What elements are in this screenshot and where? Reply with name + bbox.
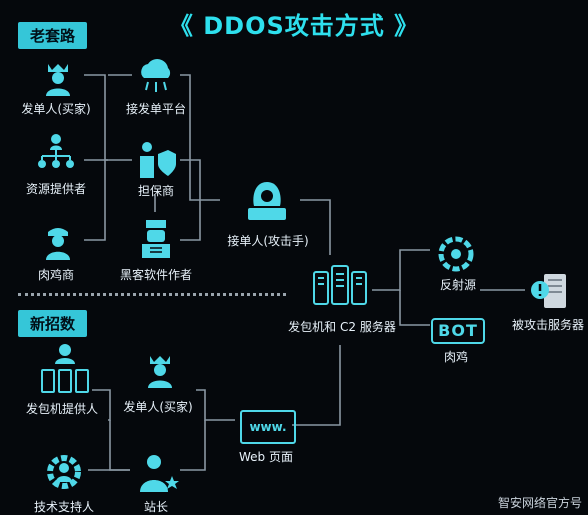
guarantor-shield-icon [140, 142, 176, 178]
resource-network-icon [38, 134, 74, 168]
watermark: 智安网络官方号 [497, 496, 582, 510]
node-bot: 肉鸡 [443, 350, 469, 364]
node-platform: 接发单平台 [125, 102, 187, 116]
diagram-title: 《 DDOS攻击方式 》 [168, 12, 420, 40]
node-victim: 被攻击服务器 [511, 318, 585, 332]
node-hacker-dev: 黑客软件作者 [119, 268, 193, 282]
node-bot-dealer: 肉鸡商 [37, 268, 75, 282]
node-packet-provider: 发包机提供人 [25, 402, 99, 416]
section-divider [18, 293, 286, 296]
victim-server-icon [531, 274, 566, 308]
tech-support-gear-icon [47, 455, 81, 489]
node-resource: 资源提供者 [25, 182, 87, 196]
node-tech: 技术支持人 [33, 500, 95, 514]
webmaster-star-icon [140, 455, 179, 492]
hacker-dev-icon [142, 220, 170, 258]
c2-server-icon [313, 265, 367, 305]
node-webmaster: 站长 [143, 500, 169, 514]
web-page-icon: www. [240, 410, 296, 444]
buyer-new-crown-icon [148, 356, 172, 388]
node-reflector: 反射源 [439, 278, 477, 292]
section-tag-new: 新招数 [18, 310, 88, 337]
node-c2: 发包机和 C2 服务器 [288, 320, 396, 334]
node-attacker: 接单人(攻击手) [227, 234, 309, 248]
bot-box-icon: BOT [431, 318, 485, 344]
packet-provider-icon [41, 344, 89, 393]
buyer-crown-icon [46, 64, 70, 96]
section-tag-old: 老套路 [18, 22, 88, 49]
bot-dealer-person-icon [46, 228, 70, 260]
reflector-icon [438, 236, 474, 272]
attacker-hooded-icon [248, 182, 286, 220]
node-buyer-new: 发单人(买家) [123, 400, 193, 414]
platform-cloud-icon [141, 59, 171, 92]
node-guarantor: 担保商 [137, 184, 175, 198]
node-web: Web 页面 [239, 450, 293, 464]
node-buyer-old: 发单人(买家) [21, 102, 91, 116]
